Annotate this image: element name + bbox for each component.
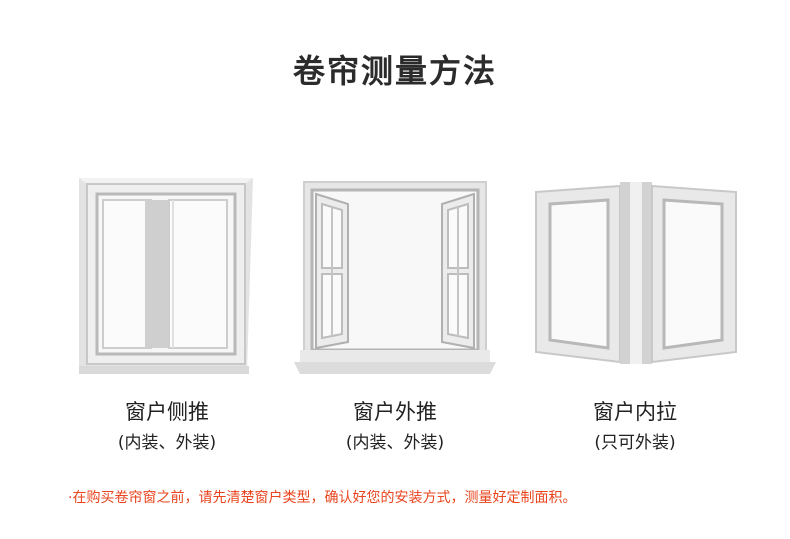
window-type-outward (290, 178, 500, 378)
caption-outward-sub: (内装、外装) (345, 433, 445, 453)
caption-sliding-sub: (内装、外装) (117, 433, 217, 453)
inward-casement-window-icon (535, 182, 737, 364)
sliding-window-icon (79, 178, 253, 374)
caption-outward-label: 窗户外推 (353, 400, 437, 424)
caption-inward-label: 窗户内拉 (593, 400, 677, 424)
caption-inward-sub: (只可外装) (594, 433, 676, 453)
outward-casement-window-icon (294, 181, 496, 374)
caption-sliding-label: 窗户侧推 (125, 400, 209, 424)
caption-inward: 窗户内拉 (只可外装) (525, 398, 745, 456)
page-title: 卷帘测量方法 (292, 52, 497, 90)
caption-outward: 窗户外推 (内装、外装) (285, 398, 505, 456)
caption-sliding: 窗户侧推 (内装、外装) (57, 398, 277, 456)
purchase-note: ·在购买卷帘窗之前，请先清楚窗户类型，确认好您的安装方式，测量好定制面积。 (68, 490, 577, 506)
window-type-sliding (75, 170, 259, 380)
window-type-inward (532, 178, 742, 378)
